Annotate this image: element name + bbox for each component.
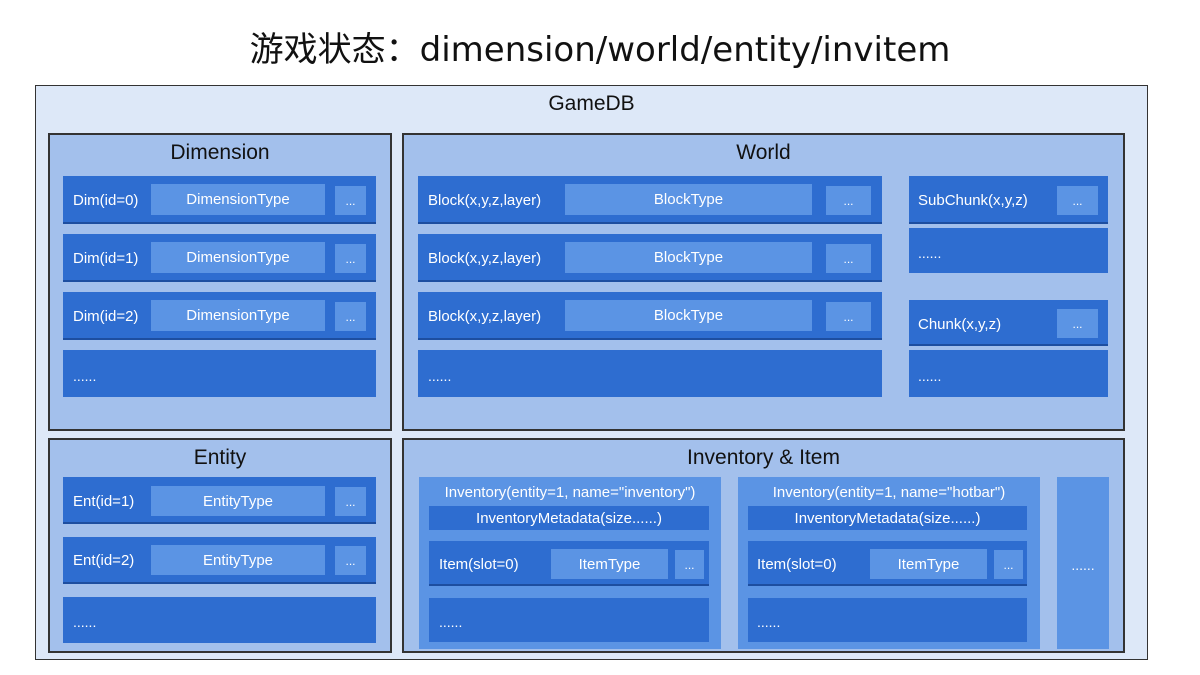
entity-type-box: EntityType	[151, 545, 325, 575]
diagram-title: 游戏状态：dimension/world/entity/invitem	[249, 30, 951, 70]
item-ellipsis-row	[748, 598, 1027, 642]
chunk-more-box: ...	[1057, 309, 1098, 338]
dimension-ellipsis-row	[63, 350, 376, 397]
gamedb-label: GameDB	[548, 92, 635, 115]
entity-row-label: Ent(id=1)	[73, 493, 135, 510]
dimension-row-label: Dim(id=2)	[73, 308, 139, 325]
inventory-more-column	[1057, 477, 1109, 649]
block-row-label: Block(x,y,z,layer)	[428, 308, 542, 325]
inventory-title: Inventory & Item	[687, 446, 840, 469]
dimension-more-box: ...	[335, 244, 366, 273]
item-ellipsis-row	[429, 598, 709, 642]
dimension-row-label: Dim(id=1)	[73, 250, 139, 267]
item-type-box: ItemType	[551, 549, 668, 579]
entity-ellipsis-row	[63, 597, 376, 643]
item-more-box: ...	[675, 550, 704, 579]
world-title: World	[736, 141, 791, 164]
dimension-ellipsis: ......	[73, 368, 97, 384]
item-ellipsis: ......	[757, 614, 781, 630]
entity-ellipsis: ......	[73, 614, 97, 630]
item-row-label: Item(slot=0)	[439, 556, 519, 573]
entity-type-box: EntityType	[151, 486, 325, 516]
block-more-box: ...	[826, 302, 871, 331]
subchunk-label: SubChunk(x,y,z)	[918, 192, 1028, 209]
inventory-header: Inventory(entity=1, name="inventory")	[444, 484, 696, 501]
entity-row-label: Ent(id=2)	[73, 552, 135, 569]
item-row-label: Item(slot=0)	[757, 556, 837, 573]
inventory-metadata: InventoryMetadata(size......)	[748, 506, 1027, 530]
dimension-row-label: Dim(id=0)	[73, 192, 139, 209]
dimension-type-box: DimensionType	[151, 184, 325, 215]
entity-more-box: ...	[335, 487, 366, 516]
block-type-box: BlockType	[565, 300, 812, 331]
item-ellipsis: ......	[439, 614, 463, 630]
subchunk-ellipsis-row	[909, 228, 1108, 273]
chunk-ellipsis: ......	[918, 368, 942, 384]
chunk-ellipsis-row	[909, 350, 1108, 397]
dimension-type-box: DimensionType	[151, 300, 325, 331]
dimension-type-box: DimensionType	[151, 242, 325, 273]
item-type-box: ItemType	[870, 549, 987, 579]
block-more-box: ...	[826, 186, 871, 215]
block-ellipsis-row	[418, 350, 882, 397]
entity-more-box: ...	[335, 546, 366, 575]
chunk-label: Chunk(x,y,z)	[918, 316, 1002, 333]
dimension-title: Dimension	[170, 141, 270, 164]
dimension-more-box: ...	[335, 186, 366, 215]
inventory-header: Inventory(entity=1, name="hotbar")	[772, 484, 1006, 501]
block-row-label: Block(x,y,z,layer)	[428, 250, 542, 267]
block-ellipsis: ......	[428, 368, 452, 384]
inventory-more-ellipsis: ......	[1071, 557, 1095, 573]
inventory-metadata: InventoryMetadata(size......)	[429, 506, 709, 530]
block-row-label: Block(x,y,z,layer)	[428, 192, 542, 209]
subchunk-more-box: ...	[1057, 186, 1098, 215]
dimension-more-box: ...	[335, 302, 366, 331]
entity-title: Entity	[193, 446, 247, 469]
block-type-box: BlockType	[565, 242, 812, 273]
subchunk-ellipsis: ......	[918, 245, 942, 261]
item-more-box: ...	[994, 550, 1023, 579]
block-more-box: ...	[826, 244, 871, 273]
block-type-box: BlockType	[565, 184, 812, 215]
